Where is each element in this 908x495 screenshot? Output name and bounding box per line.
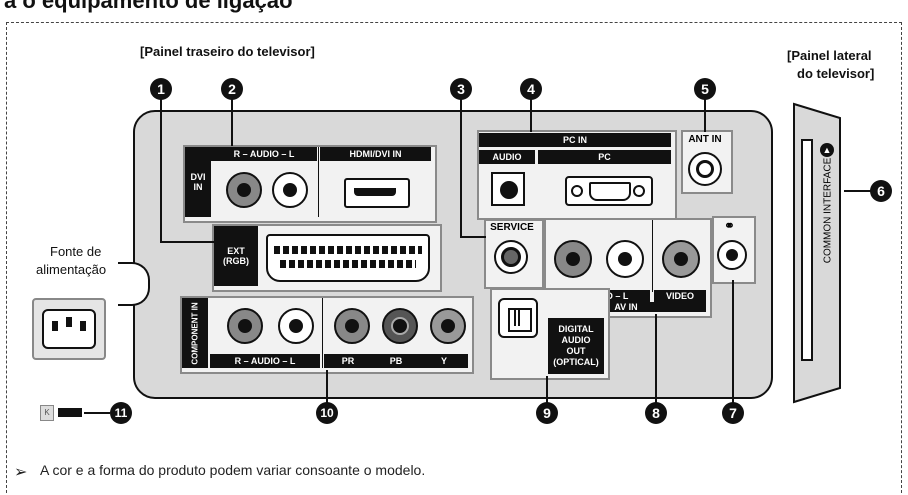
common-interface-label: COMMON INTERFACE [822, 157, 834, 264]
callout-line-10 [326, 370, 328, 404]
component-in-label: COMPONENT IN [182, 298, 208, 368]
kensington-lock-icon: K [40, 405, 54, 421]
callout-7: 7 [722, 402, 744, 424]
dvi-audio-label: R – AUDIO – L [211, 147, 317, 161]
callout-1: 1 [150, 78, 172, 100]
digital-audio-line3: OUT [566, 346, 586, 356]
dvi-in-label: DVI IN [185, 147, 211, 217]
callout-line-11 [84, 412, 110, 414]
pointer-arrow-icon: ➢ [14, 464, 28, 481]
divider [318, 147, 319, 217]
component-audio-r-jack[interactable] [227, 308, 263, 344]
side-panel-label-1: [Painel lateral [787, 48, 872, 63]
component-audio-l-jack[interactable] [278, 308, 314, 344]
av-audio-l-jack[interactable] [606, 240, 644, 278]
digital-audio-line4: (OPTICAL) [553, 357, 599, 367]
callout-line-3b [460, 236, 486, 238]
digital-audio-line2: AUDIO [561, 335, 591, 345]
ext-label-line1: EXT [227, 246, 245, 256]
callout-3: 3 [450, 78, 472, 100]
power-socket-face [42, 309, 96, 349]
callout-4: 4 [520, 78, 542, 100]
ci-triangle-icon: ▲ [820, 143, 834, 157]
headphone-icon: ⚭ [724, 218, 735, 233]
pr-label: PR [324, 354, 372, 368]
callout-line-1 [160, 98, 162, 243]
digital-audio-line1: DIGITAL [558, 324, 594, 334]
service-jack[interactable] [494, 240, 528, 274]
callout-line-2 [231, 98, 233, 146]
callout-8: 8 [645, 402, 667, 424]
component-pb-jack[interactable] [382, 308, 418, 344]
callout-6: 6 [870, 180, 892, 202]
pc-audio-label: AUDIO [479, 150, 535, 164]
av-in-label: AV IN [546, 302, 706, 312]
av-audio-r-jack[interactable] [554, 240, 592, 278]
component-pr-jack[interactable] [334, 308, 370, 344]
panel-notch [118, 262, 150, 306]
digital-audio-label: DIGITAL AUDIO OUT (OPTICAL) [548, 318, 604, 374]
component-y-jack[interactable] [430, 308, 466, 344]
hdmi-port[interactable] [344, 178, 410, 208]
pb-label: PB [372, 354, 420, 368]
power-label-1: Fonte de [50, 244, 102, 259]
pc-label: PC [538, 150, 671, 164]
callout-2: 2 [221, 78, 243, 100]
power-socket [32, 298, 106, 360]
callout-5: 5 [694, 78, 716, 100]
divider [322, 298, 323, 368]
antenna-jack[interactable] [688, 152, 722, 186]
rear-panel-label: [Painel traseiro do televisor] [140, 44, 315, 59]
dvi-audio-r-jack[interactable] [226, 172, 262, 208]
callout-line-8 [655, 314, 657, 404]
callout-9: 9 [536, 402, 558, 424]
callout-line-3 [460, 98, 462, 238]
callout-line-5 [704, 98, 706, 132]
y-label: Y [420, 354, 468, 368]
side-panel [793, 102, 841, 404]
ant-in-label: ANT IN [688, 134, 722, 145]
video-label: VIDEO [654, 290, 706, 302]
hdmi-dvi-in-label: HDMI/DVI IN [320, 147, 431, 161]
divider [652, 220, 653, 292]
callout-10: 10 [316, 402, 338, 424]
diagram-frame [6, 22, 902, 493]
callout-line-4 [530, 98, 532, 132]
callout-line-9 [546, 376, 548, 404]
video-jack[interactable] [662, 240, 700, 278]
callout-11: 11 [110, 402, 132, 424]
component-audio-label: R – AUDIO – L [210, 354, 320, 368]
optical-port[interactable] [498, 298, 538, 338]
ext-label-line2: (RGB) [223, 256, 249, 266]
component-in-text: COMPONENT IN [190, 301, 200, 365]
pc-in-label: PC IN [479, 133, 671, 147]
callout-line-6 [844, 190, 872, 192]
dvi-audio-l-jack[interactable] [272, 172, 308, 208]
callout-line-1b [160, 241, 214, 243]
vga-port[interactable] [565, 176, 653, 206]
note-text: A cor e a forma do produto podem variar … [40, 462, 426, 478]
side-panel-label-2: do televisor] [797, 66, 875, 81]
service-label: SERVICE [490, 222, 534, 233]
ext-rgb-label: EXT (RGB) [214, 226, 258, 286]
headphone-jack[interactable] [717, 240, 747, 270]
scart-connector[interactable] [266, 234, 430, 282]
pc-audio-jack[interactable] [491, 172, 525, 206]
lock-slot [58, 408, 82, 417]
power-label-2: alimentação [36, 262, 107, 277]
callout-line-7 [732, 280, 734, 404]
section-heading: a o equipamento de ligação [4, 0, 293, 13]
